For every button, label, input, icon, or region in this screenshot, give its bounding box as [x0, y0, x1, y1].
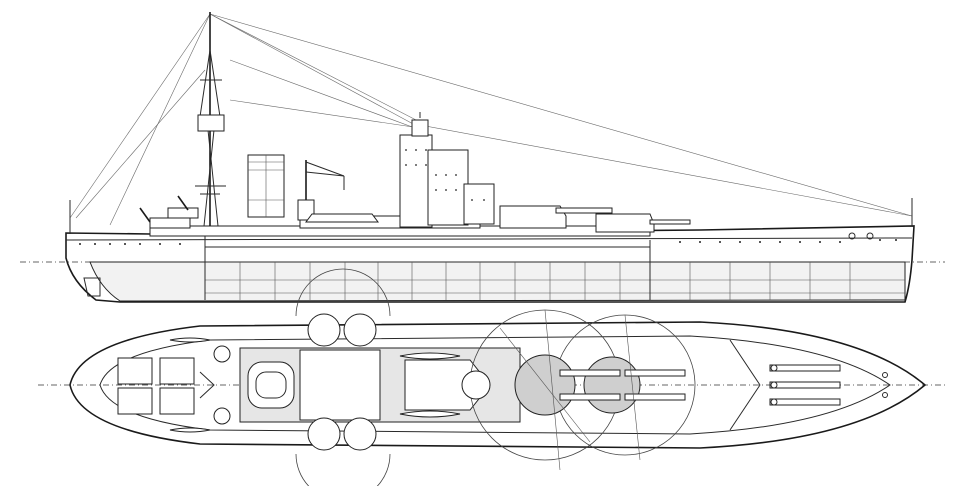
armour-belt	[204, 246, 651, 263]
plan-view	[38, 268, 948, 486]
hull-lower-band	[89, 261, 906, 302]
portholes	[79, 232, 897, 245]
plan-aft-guns	[117, 345, 231, 425]
bridge-tower	[399, 112, 495, 228]
plan-secondary-guns	[295, 268, 391, 486]
arcs-of-fire	[499, 309, 641, 471]
side-elevation	[20, 12, 945, 303]
hull-profile	[65, 225, 915, 303]
plan-funnel	[247, 361, 295, 409]
plan-hull-outline	[69, 321, 927, 449]
hull-frames	[239, 262, 851, 300]
boat-crane	[297, 160, 345, 221]
aft-secondary-guns	[139, 195, 199, 229]
ships-boats	[305, 213, 379, 223]
forward-main-turrets	[499, 205, 691, 233]
funnel	[247, 154, 285, 218]
plan-forecastle-fittings	[729, 339, 888, 431]
tripod-mast	[195, 12, 226, 227]
plan-boats	[169, 337, 461, 433]
rudder	[83, 277, 101, 297]
rigging	[69, 13, 913, 226]
spotting-top	[197, 114, 225, 132]
